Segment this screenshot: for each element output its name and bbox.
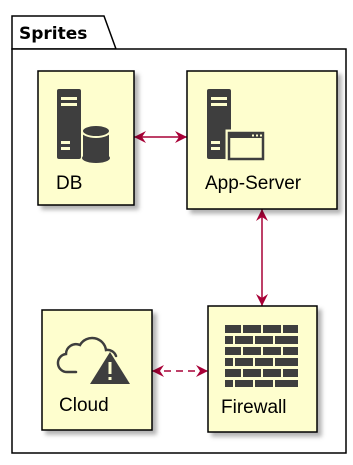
node-cloud[interactable]: Cloud [42,310,152,430]
node-label-db: DB [56,173,82,194]
node-label-app-server: App-Server [205,173,302,194]
package-title: Sprites [19,24,87,44]
node-firewall[interactable]: Firewall [208,306,317,432]
node-db[interactable]: DB [38,71,134,205]
node-app-server[interactable]: App-Server [187,71,337,209]
node-label-cloud: Cloud [59,395,109,416]
node-label-firewall: Firewall [221,397,286,418]
